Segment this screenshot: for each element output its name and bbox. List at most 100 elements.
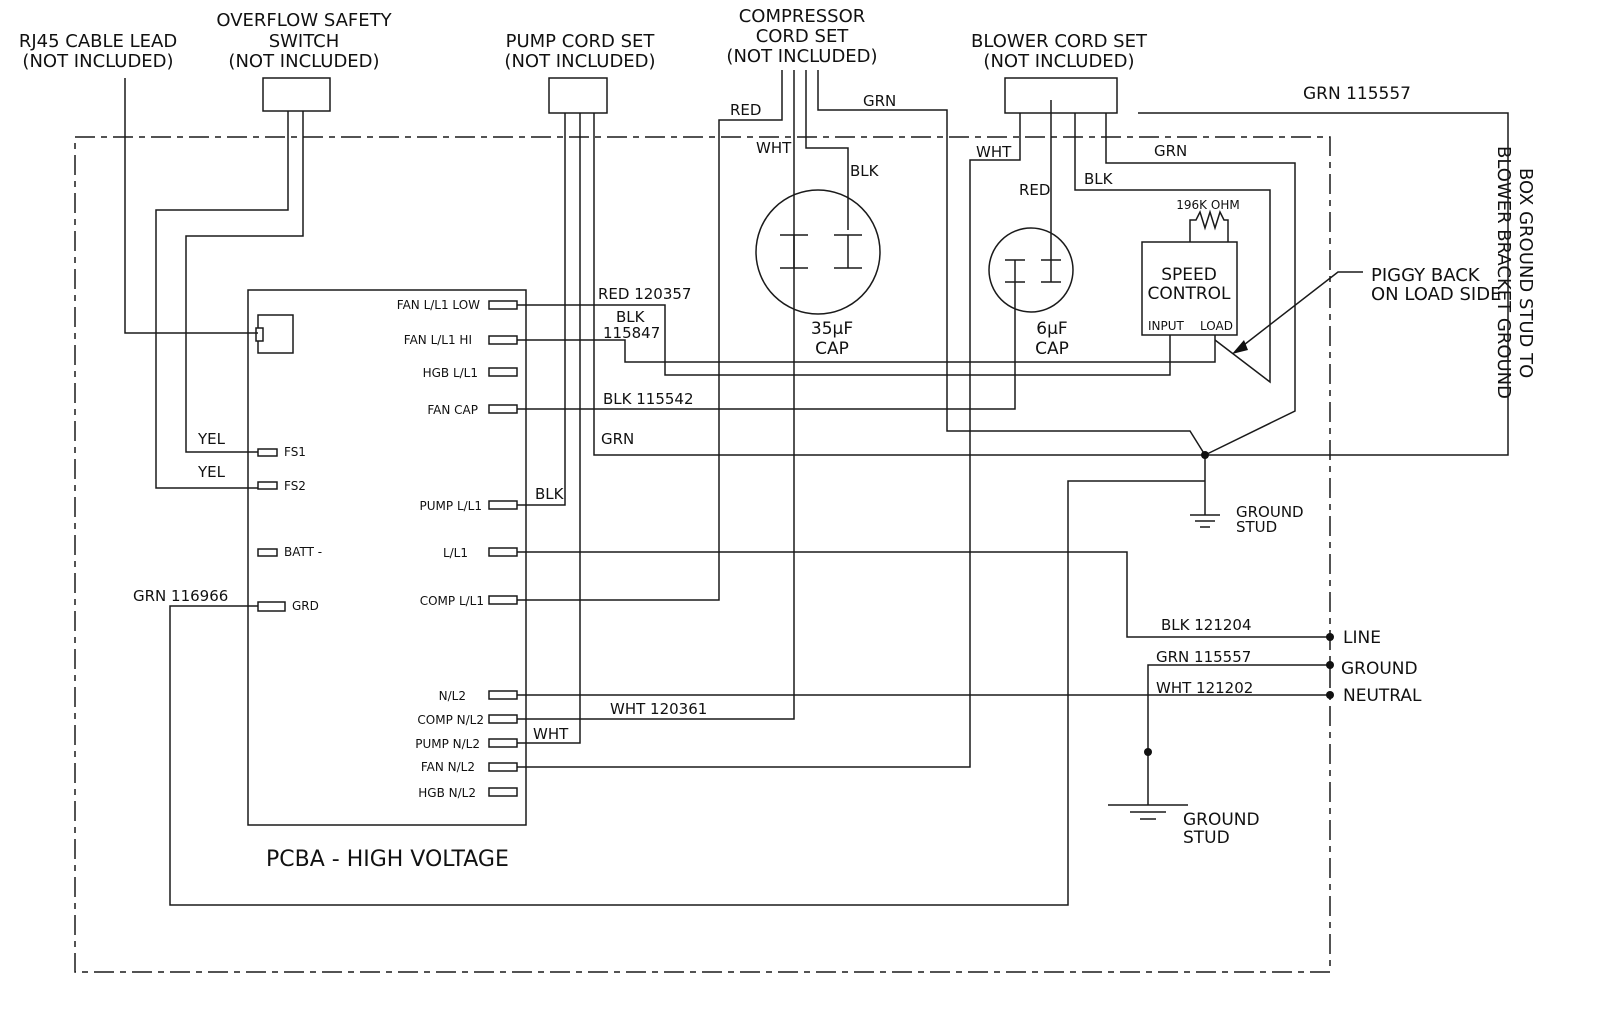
capacitor-6uf-plates	[1005, 259, 1061, 283]
pcba-board	[247, 289, 527, 826]
pump-title-2: (NOT INCLUDED)	[504, 51, 655, 72]
right-terminal-labels: FAN L/L1 LOW FAN L/L1 HI HGB L/L1 FAN CA…	[397, 298, 484, 800]
piggy-back-pointer	[1239, 271, 1363, 349]
label-fan-nl2: FAN N/L2	[421, 760, 475, 774]
wire-fan-hi-blk	[517, 335, 1216, 363]
label-yel-1: YEL	[197, 430, 226, 448]
compressor-title-2: CORD SET	[756, 26, 850, 47]
terminal-comp-nl2	[488, 714, 518, 724]
label-comp-l1: COMP L/L1	[420, 594, 484, 608]
label-fan-low: FAN L/L1 LOW	[397, 298, 480, 312]
label-hgb-nl2: HGB N/L2	[418, 786, 476, 800]
wire-rj45	[124, 78, 258, 334]
enclosure-border	[74, 136, 1331, 973]
rj45-title-2: (NOT INCLUDED)	[22, 51, 173, 72]
right-terminals	[488, 300, 518, 797]
wire-comp-grn	[817, 70, 1206, 456]
label-fan-hi: FAN L/L1 HI	[404, 333, 472, 347]
speed-control-label-2: CONTROL	[1147, 284, 1231, 304]
speed-control	[1141, 241, 1238, 336]
label-red-blower: RED	[1019, 181, 1050, 199]
capacitor-35uf-plates	[780, 234, 862, 269]
label-grd: GRD	[292, 599, 319, 613]
label-grn-pump: GRN	[601, 430, 634, 448]
resistor-label: 196K OHM	[1176, 198, 1239, 212]
label-blk-fan-hi-1: BLK	[616, 308, 646, 326]
wire-box-ground	[1138, 112, 1509, 456]
terminal-hgb-l1	[488, 367, 518, 377]
terminal-fan-hi	[488, 335, 518, 345]
piggy-back-arrowhead	[1232, 340, 1248, 354]
box-ground-title-2: BLOWER BRACKET GROUND	[1493, 146, 1514, 399]
label-grn-comp: GRN	[863, 92, 896, 110]
compressor-title-3: (NOT INCLUDED)	[726, 46, 877, 67]
wire-blower-wht	[517, 113, 1021, 768]
label-blk-line: BLK 121204	[1161, 616, 1252, 634]
label-batt: BATT -	[284, 545, 322, 559]
label-blk-comp: BLK	[850, 162, 880, 180]
label-nl2: N/L2	[439, 689, 466, 703]
wire-grd-grn	[169, 480, 1205, 906]
label-red-fan-low: RED 120357	[598, 285, 691, 303]
ground-stud-2-label-2: STUD	[1183, 828, 1230, 848]
terminal-fan-nl2	[488, 762, 518, 772]
label-grn-box: GRN 115557	[1303, 84, 1411, 104]
terminal-fs1	[257, 448, 278, 457]
terminal-pump-nl2	[488, 738, 518, 748]
label-fs2: FS2	[284, 479, 306, 493]
label-wht-pump: WHT	[533, 725, 569, 743]
terminal-ground-dot	[1326, 661, 1334, 669]
terminal-fan-low	[488, 300, 518, 310]
overflow-title-1: OVERFLOW SAFETY	[216, 10, 392, 31]
label-wht-neutral: WHT 121202	[1156, 679, 1253, 697]
blower-cord-plug	[1004, 77, 1118, 114]
wire-pump-grn	[593, 113, 1205, 456]
capacitor-6uf	[988, 227, 1074, 313]
ground-stud-1-label-2: STUD	[1236, 518, 1277, 536]
terminal-neutral-dot	[1326, 691, 1334, 699]
terminal-pump-l1	[488, 500, 518, 510]
label-red-comp: RED	[730, 101, 761, 119]
pump-cord-plug	[548, 77, 608, 114]
label-blk-fan-hi-2: 115847	[603, 324, 660, 342]
terminal-hgb-nl2	[488, 787, 518, 797]
supply-ground-label: GROUND	[1341, 659, 1418, 679]
rj45-title-1: RJ45 CABLE LEAD	[19, 31, 177, 52]
speed-control-label-1: SPEED	[1161, 265, 1217, 285]
blower-title-2: (NOT INCLUDED)	[983, 51, 1134, 72]
overflow-title-3: (NOT INCLUDED)	[228, 51, 379, 72]
label-l1: L/L1	[443, 546, 468, 560]
supply-neutral-label: NEUTRAL	[1343, 686, 1422, 706]
wire-comp-red	[517, 70, 783, 601]
ground-symbol-2	[1108, 804, 1188, 820]
ground-symbol-1	[1190, 514, 1220, 528]
label-comp-nl2: COMP N/L2	[417, 713, 484, 727]
terminal-grd	[257, 601, 286, 612]
wire-line-blk	[517, 551, 1330, 638]
piggy-back-label-1: PIGGY BACK	[1371, 265, 1481, 286]
label-wht-blower: WHT	[976, 143, 1012, 161]
box-ground-title-1: BOX GROUND STUD TO	[1515, 168, 1536, 378]
overflow-switch-plug	[262, 77, 331, 112]
speed-load-label: LOAD	[1200, 319, 1233, 333]
ground-stud-2-label-1: GROUND	[1183, 810, 1260, 830]
overflow-title-2: SWITCH	[269, 31, 340, 52]
wire-yel-fs2	[155, 111, 289, 489]
label-fs1: FS1	[284, 445, 306, 459]
label-grn-grd: GRN 116966	[133, 587, 228, 605]
wire-comp-wht	[517, 70, 795, 720]
wire-fan-cap-blk	[517, 282, 1016, 410]
label-blk-blower: BLK	[1084, 170, 1114, 188]
label-blk-fan-cap: BLK 115542	[603, 390, 694, 408]
cap35-label-1: 35µF	[811, 319, 853, 339]
ground-stud-1-label-1: GROUND	[1236, 503, 1304, 521]
rj45-jack	[257, 314, 294, 354]
terminal-nl2	[488, 690, 518, 700]
blower-title-1: BLOWER CORD SET	[971, 31, 1148, 52]
piggy-back-label-2: ON LOAD SIDE	[1371, 284, 1501, 305]
resistor-196k	[1189, 209, 1229, 242]
label-grn-ground: GRN 115557	[1156, 648, 1251, 666]
label-pump-nl2: PUMP N/L2	[415, 737, 480, 751]
